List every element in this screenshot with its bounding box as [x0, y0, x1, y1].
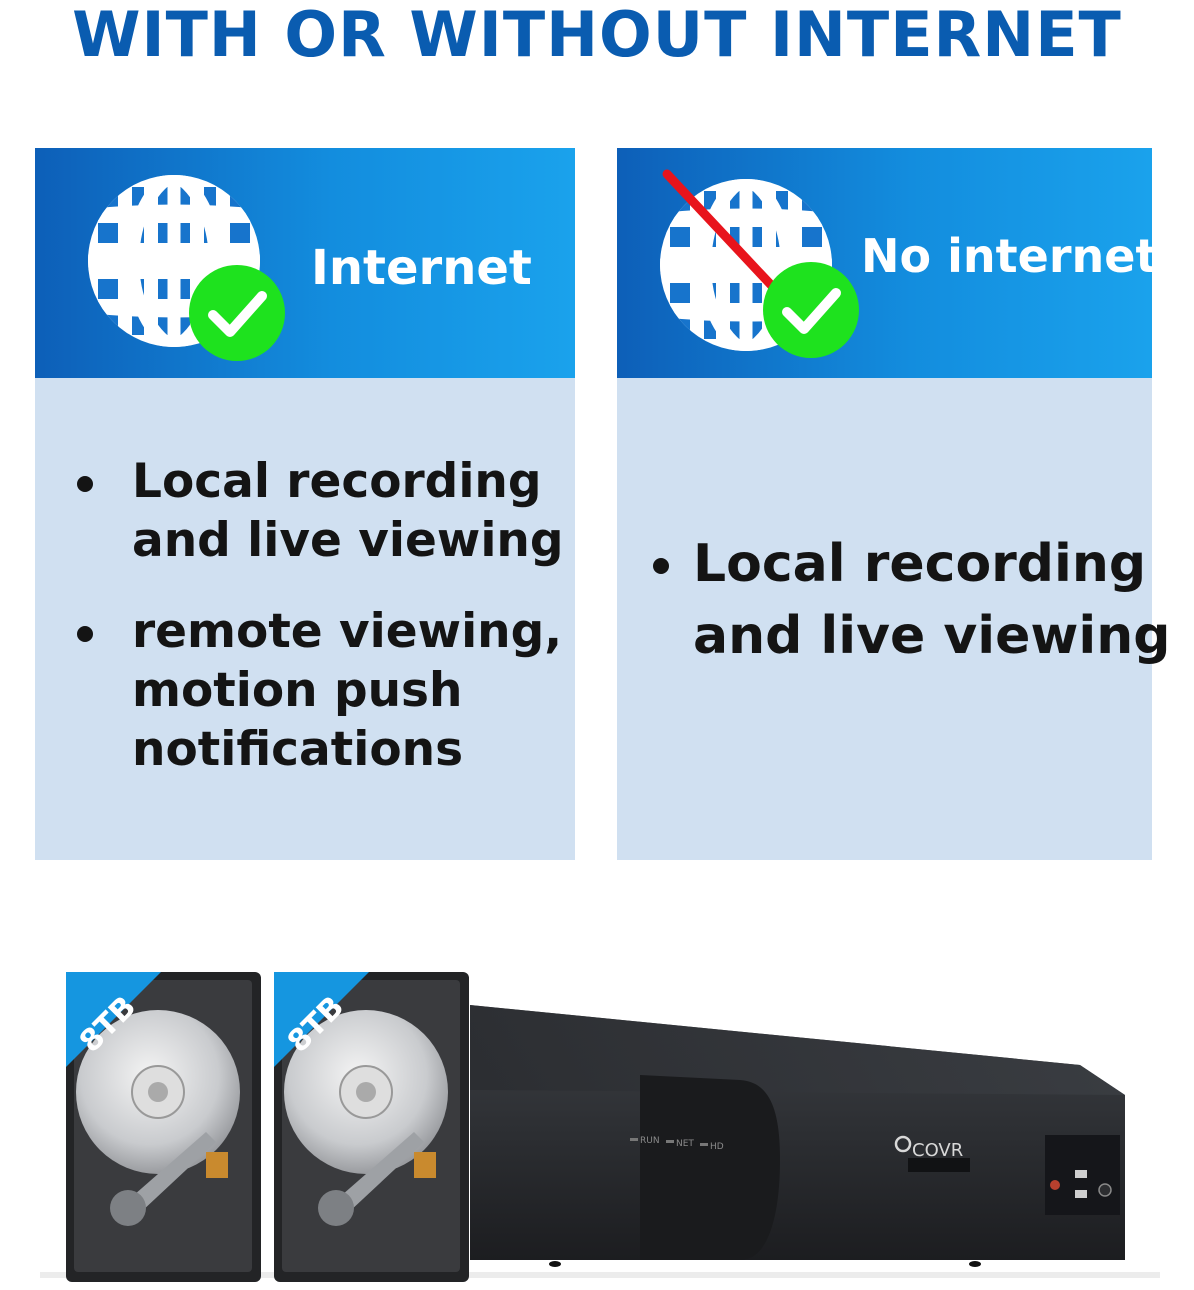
list-item: and live viewing [693, 606, 1171, 666]
globe-cell [230, 223, 250, 243]
globe-cell [230, 187, 250, 209]
usb-port [1075, 1190, 1087, 1198]
display-window [908, 1158, 970, 1172]
page-title: WITH OR WITHOUT INTERNET [72, 0, 1122, 71]
globe-cell [98, 279, 118, 299]
globe-parallel [88, 204, 260, 223]
indicator-lights: RUN NET HD [630, 1136, 724, 1152]
list-item: and live viewing [132, 513, 564, 568]
card-internet-body: Local recording and live viewing remote … [35, 378, 575, 860]
bullet-dot [653, 558, 669, 574]
list-item: remote viewing, [77, 602, 564, 661]
card-no-internet-label: No internet [861, 229, 1152, 283]
nvr-foot [549, 1261, 561, 1267]
globe-icon [88, 175, 260, 347]
hard-drive-2: 8TB [274, 972, 469, 1282]
ir-sensor [1098, 1183, 1112, 1197]
card-no-internet: No internet Local recording and live vie… [617, 148, 1170, 860]
list-item: notifications [132, 722, 464, 777]
globe-cell [98, 187, 118, 209]
bullet-dot [77, 626, 93, 642]
globe-cell [670, 283, 690, 303]
usb-port [1075, 1170, 1087, 1178]
nvr-foot [969, 1261, 981, 1267]
card-no-internet-body: Local recording and live viewing [617, 378, 1170, 860]
list-item: Local recording [653, 528, 1170, 600]
bullet-dot [77, 476, 93, 492]
power-led [1050, 1180, 1060, 1190]
list-item: motion push [132, 663, 463, 718]
led-label-run: RUN [640, 1136, 660, 1146]
feature-list: Local recording and live viewing remote … [77, 452, 564, 779]
led-label-net: NET [676, 1139, 694, 1149]
globe-cell [670, 317, 690, 339]
card-internet: Internet Local recording and live viewin… [35, 148, 575, 860]
product-image: RUN NET HD COVR 8TB 8TB [40, 972, 1160, 1282]
feature-list: Local recording and live viewing [653, 528, 1171, 672]
brand-logo-icon [894, 1135, 912, 1153]
globe-cell [98, 223, 118, 243]
card-internet-label: Internet [311, 240, 532, 296]
nvr-recorder: RUN NET HD COVR [470, 1005, 1125, 1267]
nvr-front-panel [640, 1075, 780, 1260]
card-no-internet-header: No internet [617, 148, 1152, 378]
strike-line-icon [662, 169, 777, 291]
globe-cell [802, 191, 822, 213]
card-internet-header: Internet [35, 148, 575, 378]
globe-cell [670, 227, 690, 247]
brand-name: COVR [912, 1140, 963, 1161]
hard-drive-1: 8TB [66, 972, 261, 1282]
led-label-hd: HD [710, 1142, 724, 1152]
floor-shadow [40, 1272, 1160, 1278]
list-item: Local recording [77, 452, 564, 511]
globe-cell [802, 227, 822, 247]
checkmark-icon [763, 262, 859, 358]
checkmark-icon [189, 265, 285, 361]
globe-cell [98, 313, 118, 335]
globe-parallel [660, 208, 832, 227]
